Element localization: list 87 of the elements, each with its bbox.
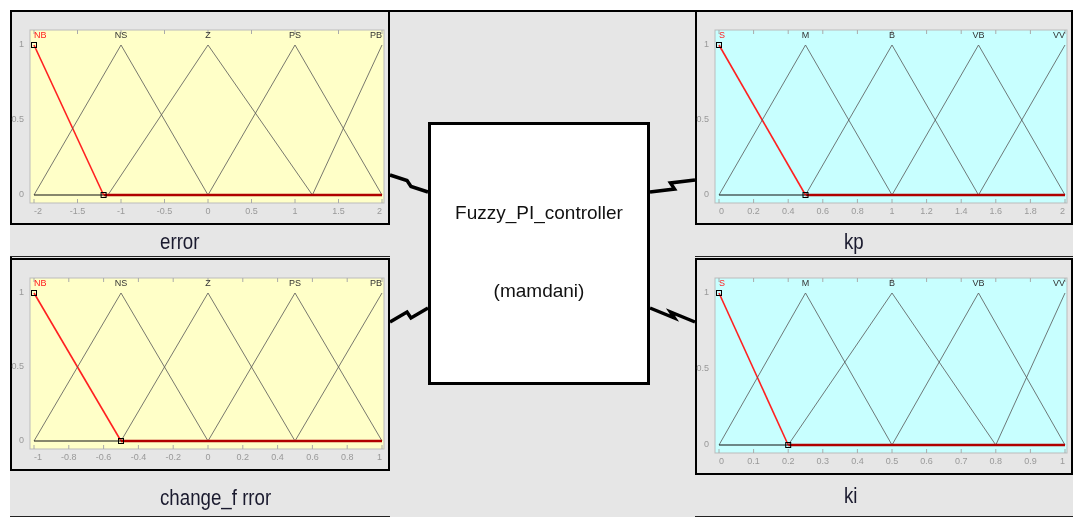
membership-function-name: S [719, 31, 725, 40]
x-axis-tick-label: -2 [34, 207, 42, 216]
membership-function-name: PB [370, 31, 382, 40]
membership-function-name: Z [205, 31, 211, 40]
membership-function-name: NS [114, 279, 128, 288]
membership-function-name: M [801, 31, 810, 40]
x-axis-tick-label: -0.2 [165, 453, 181, 462]
membership-function-name: VB [972, 31, 985, 40]
x-axis-tick-label: -0.4 [130, 453, 147, 462]
y-axis-tick-label: 0 [19, 436, 24, 445]
membership-function-name: NB [34, 279, 47, 288]
x-axis-tick-label: 0.4 [851, 457, 864, 466]
y-axis-tick-label: 0.5 [696, 364, 709, 373]
x-axis-tick-label: 0.8 [989, 457, 1003, 466]
x-axis-tick-label: -1.5 [69, 207, 86, 216]
membership-function-name: M [801, 279, 810, 288]
x-axis-tick-label: 0.4 [781, 207, 795, 216]
x-axis-tick-label: -1 [117, 207, 125, 216]
x-axis-tick-label: 1 [377, 453, 382, 462]
connector-line [389, 173, 429, 194]
x-axis-tick-label: 0.6 [306, 453, 319, 462]
membership-function-name: PB [370, 279, 382, 288]
x-axis-tick-label: 1.6 [989, 207, 1003, 216]
x-axis-tick-label: 1 [889, 207, 895, 216]
x-axis-tick-label: 0.5 [245, 207, 258, 216]
membership-function-name: NB [34, 31, 47, 40]
x-axis-tick-label: 0.2 [236, 453, 250, 462]
x-axis-tick-label: 0.7 [954, 457, 968, 466]
x-axis-tick-label: -0.6 [95, 453, 112, 462]
membership-function-name: NS [114, 31, 128, 40]
x-axis-tick-label: 0 [205, 207, 211, 216]
x-axis-tick-label: 0.6 [816, 207, 830, 216]
membership-function-name: VB [972, 279, 985, 288]
x-axis-tick-label: 2 [377, 207, 382, 216]
y-axis-tick-label: 1 [704, 288, 709, 297]
connector-line [649, 306, 696, 324]
x-axis-tick-label: 0.8 [340, 453, 354, 462]
membership-function-name: VV [1053, 279, 1065, 288]
x-axis-tick-label: 0.5 [885, 457, 899, 466]
x-axis-tick-label: 0.6 [920, 457, 933, 466]
y-axis-tick-label: 1 [704, 40, 709, 49]
y-axis-tick-label: 0 [704, 440, 709, 449]
x-axis-tick-label: 0.3 [816, 457, 830, 466]
x-axis-tick-label: -1 [34, 453, 42, 462]
x-axis-tick-label: 0 [719, 457, 724, 466]
x-axis-tick-label: 1.2 [920, 207, 933, 216]
variable-name: error [160, 231, 200, 253]
y-axis-tick-label: 1 [19, 40, 24, 49]
membership-function-name: PS [289, 31, 301, 40]
membership-function-panel [10, 258, 390, 517]
x-axis-tick-label: 1 [1060, 457, 1065, 466]
x-axis-tick-label: 0 [205, 453, 211, 462]
x-axis-tick-label: 0.2 [747, 207, 760, 216]
variable-name: kp [844, 231, 864, 253]
connector-line [389, 306, 429, 324]
x-axis-tick-label: -0.5 [156, 207, 173, 216]
variable-name: ki [844, 485, 858, 507]
y-axis-tick-label: 0.5 [696, 115, 709, 124]
y-axis-tick-label: 1 [19, 288, 24, 297]
membership-function-name: B [889, 31, 895, 40]
membership-function-panel [695, 258, 1073, 517]
x-axis-tick-label: 0.2 [781, 457, 795, 466]
controller-label: (mamdani) [493, 281, 585, 300]
membership-function-name: Z [205, 279, 211, 288]
y-axis-tick-label: 0.5 [11, 362, 24, 371]
x-axis-tick-label: 0.8 [851, 207, 864, 216]
controller-box [428, 122, 650, 385]
y-axis-tick-label: 0 [19, 190, 24, 199]
membership-function-name: B [889, 279, 895, 288]
variable-name: change_f rror [160, 487, 272, 509]
x-axis-tick-label: -0.8 [61, 453, 77, 462]
membership-function-name: PS [289, 279, 301, 288]
y-axis-tick-label: 0.5 [11, 115, 24, 124]
x-axis-tick-label: 0.1 [747, 457, 760, 466]
connector-line [649, 178, 696, 194]
y-axis-tick-label: 0 [704, 190, 709, 199]
membership-function-name: VV [1053, 31, 1065, 40]
x-axis-tick-label: 0 [719, 207, 724, 216]
x-axis-tick-label: 1.8 [1024, 207, 1037, 216]
x-axis-tick-label: 0.4 [271, 453, 284, 462]
controller-label: Fuzzy_PI_controller [455, 203, 623, 222]
x-axis-tick-label: 1.4 [954, 207, 968, 216]
x-axis-tick-label: 1 [292, 207, 298, 216]
x-axis-tick-label: 2 [1060, 207, 1065, 216]
x-axis-tick-label: 1.5 [332, 207, 345, 216]
x-axis-tick-label: 0.9 [1024, 457, 1037, 466]
membership-function-name: S [719, 279, 725, 288]
